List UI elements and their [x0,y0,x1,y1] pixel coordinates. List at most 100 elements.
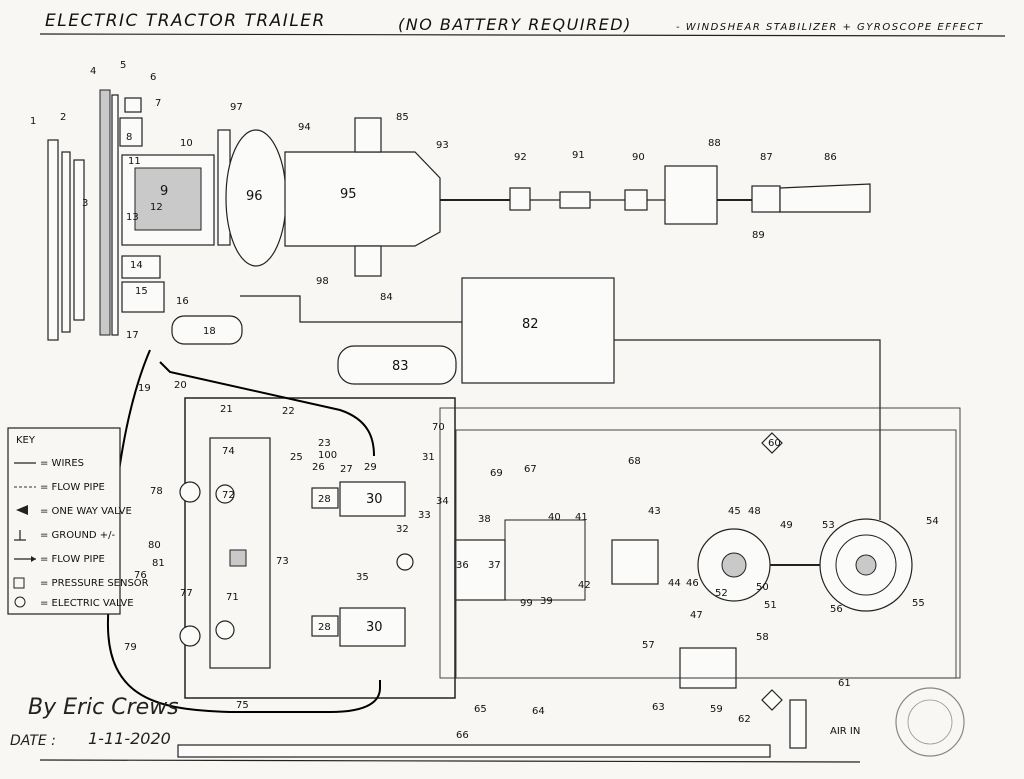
callout-64: 64 [532,706,545,717]
drive-shaft-4 [99,89,111,336]
callout-14: 14 [130,260,143,271]
electric-valve-icon [14,596,26,608]
rail-62 [177,744,771,758]
callout-20: 20 [174,380,187,391]
controller-82 [461,277,615,384]
gauge-72-bottom [215,620,235,640]
wheel-part-2 [61,151,71,333]
callout-88: 88 [708,138,721,149]
label-18: 18 [203,326,216,337]
callout-76: 76 [134,570,147,581]
callout-19: 19 [138,383,151,394]
callout-61: 61 [838,678,851,689]
box-15 [121,281,165,313]
coupling-87 [751,185,781,213]
callout-25: 25 [290,452,303,463]
callout-92: 92 [514,152,527,163]
label-28-bottom: 28 [318,622,331,633]
box-30-bottom [339,607,406,647]
callout-71: 71 [226,592,239,603]
seal-outer-icon [895,687,965,757]
coupling-90 [624,189,648,211]
callout-77: 77 [180,588,193,599]
callout-6: 6 [150,72,156,83]
pressure-sensor-icon [13,577,25,589]
label-82: 82 [522,317,539,332]
callout-59: 59 [710,704,723,715]
heater-38-40 [504,519,586,601]
wire-82-right [614,339,881,520]
callout-66: 66 [456,730,469,741]
callout-55: 55 [912,598,925,609]
callout-43: 43 [648,506,661,517]
callout-86: 86 [824,152,837,163]
box-28-bottom [311,615,339,637]
callout-74: 74 [222,446,235,457]
callout-23: 23 [318,438,331,449]
callout-98: 98 [316,276,329,287]
pump-78-top [179,481,201,503]
title-suffix: - WINDSHEAR STABILIZER + GYROSCOPE EFFEC… [676,22,984,33]
key-item-1: = FLOW PIPE [40,482,105,493]
key-item-2: = ONE WAY VALVE [40,506,132,517]
body-95 [284,151,441,247]
wire-84 [240,295,462,323]
callout-87: 87 [760,152,773,163]
callout-38: 38 [478,514,491,525]
callout-93: 93 [436,140,449,151]
callout-72: 72 [222,490,235,501]
callout-8: 8 [126,132,132,143]
gauge-72-top [215,484,235,504]
callout-94: 94 [298,122,311,133]
battery-44 [611,539,659,585]
key-item-0: = WIRES [40,458,84,469]
callout-15: 15 [135,286,148,297]
callout-90: 90 [632,152,645,163]
key-legend: KEY = WIRES = FLOW PIPE = ONE WAY VALVE … [7,427,149,615]
box-14 [121,255,161,279]
title-block: ELECTRIC TRACTOR TRAILER (NO BATTERY REQ… [39,11,1006,37]
key-title: KEY [16,435,36,446]
callout-40: 40 [548,512,561,523]
callout-81: 81 [152,558,165,569]
heavy-wire-loop-top [159,361,375,457]
box-36-37 [454,539,506,601]
key-item-3: = GROUND +/- [40,530,116,541]
callout-37: 37 [488,560,501,571]
callout-27: 27 [340,464,353,475]
junction-32 [396,553,414,571]
label-30-bottom: 30 [366,620,383,635]
callout-54: 54 [926,516,939,527]
signature-block: By Eric Crews DATE : 1-11-2020 [10,695,179,749]
callout-62: 62 [738,714,751,725]
coupling-92 [509,187,531,211]
funnel-85-bottom [354,245,382,277]
tank-83 [337,345,457,385]
callout-67: 67 [524,464,537,475]
callout-70: 70 [432,422,445,433]
callout-41: 41 [575,512,588,523]
callout-12: 12 [150,202,163,213]
label-83: 83 [392,359,409,374]
hydraulic-bank: 28 28 30 30 [179,397,961,749]
callout-78: 78 [150,486,163,497]
callout-17: 17 [126,330,139,341]
title-main: ELECTRIC TRACTOR TRAILER [45,11,326,31]
callout-49: 49 [780,520,793,531]
callout-39: 39 [540,596,553,607]
callout-35: 35 [356,572,369,583]
callout-32: 32 [396,524,409,535]
diamond-60-bottom [761,689,783,711]
label-96: 96 [246,189,263,204]
title-paren: (NO BATTERY REQUIRED) [398,15,632,34]
callout-97: 97 [230,102,243,113]
filter-61 [789,699,807,749]
label-95: 95 [340,187,357,202]
heavy-wire-loop-left [106,349,381,713]
callout-68: 68 [628,456,641,467]
callout-7: 7 [155,98,161,109]
callout-51: 51 [764,600,777,611]
notary-seal [895,687,965,757]
funnel-85-top [354,117,382,153]
